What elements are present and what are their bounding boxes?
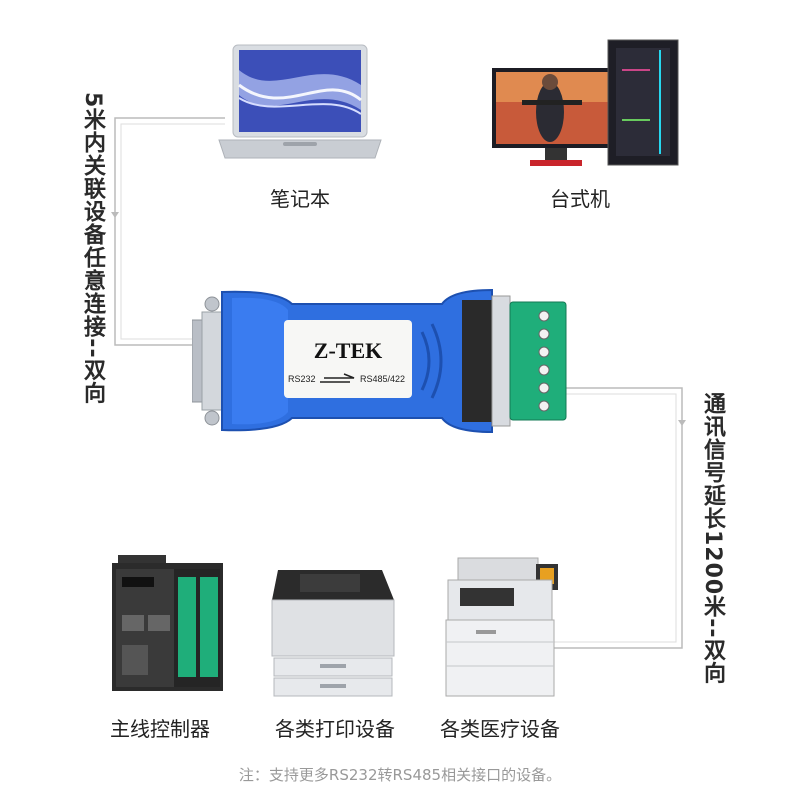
brand-text: Z-TEK	[314, 338, 382, 363]
side-right-caption: 通讯信号延长1200米--双向	[696, 392, 728, 685]
desktop-label: 台式机	[520, 183, 640, 212]
controller-image	[108, 555, 223, 695]
port-left-text: RS232	[288, 374, 316, 384]
laptop-label: 笔记本	[240, 183, 360, 212]
printer-label: 各类打印设备	[255, 713, 415, 742]
rs232-rs485-adapter: Z-TEK RS232 RS485/422	[192, 282, 582, 442]
port-right-text: RS485/422	[360, 374, 405, 384]
side-left-caption: 5米内关联设备任意连接--双向	[76, 92, 108, 405]
medical-device-label: 各类医疗设备	[420, 713, 580, 742]
laptop-image	[215, 40, 385, 165]
footnote: 注：支持更多RS232转RS485相关接口的设备。	[0, 764, 800, 785]
printer-image	[270, 560, 400, 700]
desktop-image	[490, 30, 690, 175]
controller-label: 主线控制器	[95, 713, 225, 742]
medical-device-image	[440, 550, 560, 700]
